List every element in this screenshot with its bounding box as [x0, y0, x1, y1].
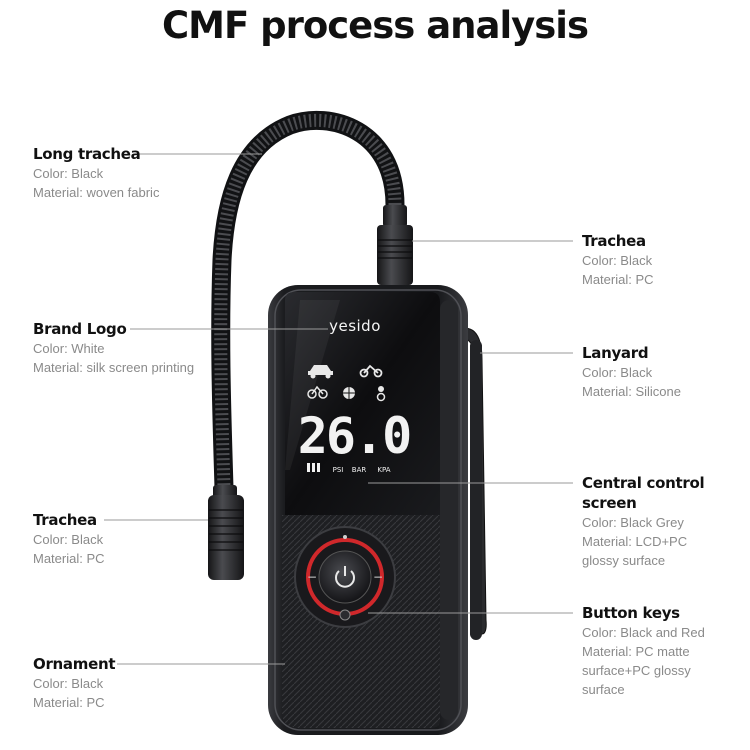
pressure-reading: 26.0: [298, 407, 410, 465]
callout-title: Brand Logo: [33, 320, 127, 338]
motorcycle-icon: [359, 364, 383, 378]
callout-color: Color: Black: [33, 532, 104, 547]
callout-material: Material: PC: [33, 551, 105, 566]
callout-material: Material: Silicone: [582, 384, 681, 399]
callout-material-cont: glossy surface: [582, 553, 666, 568]
callout-trachea-left: Trachea Color: Black Material: PC: [33, 510, 105, 568]
unit-bar: BAR: [352, 466, 367, 474]
unit-kpa: KPA: [377, 466, 390, 474]
callout-material-cont: surface+PC glossy: [582, 663, 691, 678]
light-icon: [343, 535, 347, 539]
callout-color: Color: White: [33, 341, 105, 356]
callout-material: Material: woven fabric: [33, 185, 160, 200]
callout-color: Color: Black: [33, 166, 104, 181]
button-keys: − −: [294, 526, 396, 628]
long-trachea-hose: [211, 110, 405, 498]
callout-ornament: Ornament Color: Black Material: PC: [33, 654, 116, 712]
callout-title-line-2: screen: [582, 494, 637, 512]
plus-icon: −: [373, 570, 383, 584]
ball-icon: [343, 387, 355, 399]
unit-psi: PSI: [333, 466, 344, 474]
left-trachea-nozzle: [208, 485, 244, 580]
callout-title: Trachea: [582, 232, 646, 250]
bicycle-icon: [307, 385, 328, 399]
callout-lanyard: Lanyard Color: Black Material: Silicone: [582, 343, 681, 401]
callout-title: Ornament: [33, 655, 116, 673]
callout-trachea-right: Trachea Color: Black Material: PC: [582, 231, 654, 289]
callout-brand-logo: Brand Logo Color: White Material: silk s…: [33, 319, 194, 377]
callout-material: Material: silk screen printing: [33, 360, 195, 375]
lanyard-strap: [470, 340, 482, 640]
callout-title-line-1: Central control: [582, 474, 705, 492]
callout-long-trachea: Long trachea Color: Black Material: wove…: [33, 144, 159, 202]
callout-button-keys: Button keys Color: Black and Red Materia…: [582, 603, 705, 699]
callout-title: Lanyard: [582, 344, 649, 362]
callout-color: Color: Black: [582, 253, 653, 268]
minus-icon: −: [307, 570, 317, 584]
car-icon: [308, 365, 333, 375]
custom-mode-icon: [376, 386, 386, 402]
callout-material: Material: LCD+PC: [582, 534, 688, 549]
callout-title: Trachea: [33, 511, 97, 529]
callout-material-cont-2: surface: [582, 682, 625, 697]
central-control-screen: [285, 292, 440, 515]
callout-color: Color: Black and Red: [582, 625, 705, 640]
brand-logo: yesido: [329, 317, 381, 335]
callout-material: Material: PC matte: [582, 644, 690, 659]
callout-color: Color: Black: [582, 365, 653, 380]
callout-color: Color: Black: [33, 676, 104, 691]
callout-title: Long trachea: [33, 145, 141, 163]
callout-material: Material: PC: [33, 695, 105, 710]
battery-icon: [307, 463, 320, 472]
callout-color: Color: Black Grey: [582, 515, 684, 530]
callout-material: Material: PC: [582, 272, 654, 287]
page-title: CMF process analysis: [161, 4, 589, 47]
mode-button-icon: [339, 609, 351, 621]
callout-central-control-screen: Central control screen Color: Black Grey…: [582, 473, 705, 570]
power-icon: [335, 566, 355, 588]
right-trachea-connector: [377, 205, 413, 285]
vehicle-mode-icons: [307, 364, 386, 402]
callout-title: Button keys: [582, 604, 680, 622]
